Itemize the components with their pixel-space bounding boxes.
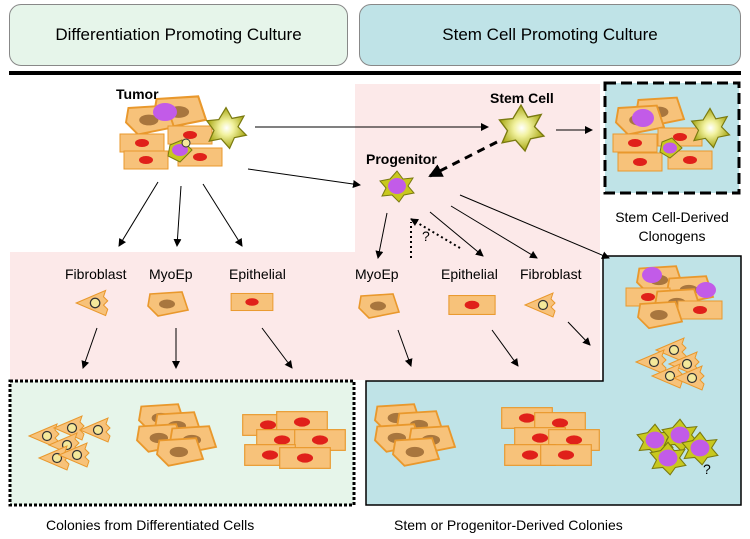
uncertain-question-mark: ?	[422, 228, 430, 244]
left-colonies-caption: Colonies from Differentiated Cells	[46, 517, 255, 533]
tumor-cells	[119, 95, 247, 170]
clonogen-cells	[612, 96, 731, 172]
differentiation-culture-header: Differentiation Promoting Culture	[9, 4, 348, 66]
differentiation-culture-title: Differentiation Promoting Culture	[55, 25, 302, 44]
right-myoep-label: MyoEp	[355, 266, 399, 282]
stem-epithelial-colony	[501, 407, 600, 466]
left-epithelial-label: Epithelial	[229, 266, 286, 282]
left-myoep-label: MyoEp	[149, 266, 193, 282]
colony-question-mark: ?	[703, 461, 711, 477]
right-colonies-caption: Stem or Progenitor-Derived Colonies	[394, 517, 623, 533]
progenitor-label: Progenitor	[366, 151, 437, 167]
stem-cell-culture-header: Stem Cell Promoting Culture	[359, 4, 741, 66]
left-fibroblast-label: Fibroblast	[65, 266, 127, 282]
clonogens-caption-line2: Clonogens	[638, 228, 706, 244]
stem-cell-label: Stem Cell	[490, 90, 554, 106]
clonogens-caption-line1: Stem Cell-Derived	[615, 209, 729, 225]
mixed-colony-top	[625, 265, 723, 330]
right-epithelial-label: Epithelial	[441, 266, 498, 282]
stem-cell-culture-title: Stem Cell Promoting Culture	[442, 25, 658, 44]
tumor-label: Tumor	[116, 86, 159, 102]
right-fibroblast-label: Fibroblast	[520, 266, 582, 282]
header-divider	[9, 71, 741, 75]
clonogens-caption: Stem Cell-Derived Clonogens	[605, 208, 739, 246]
